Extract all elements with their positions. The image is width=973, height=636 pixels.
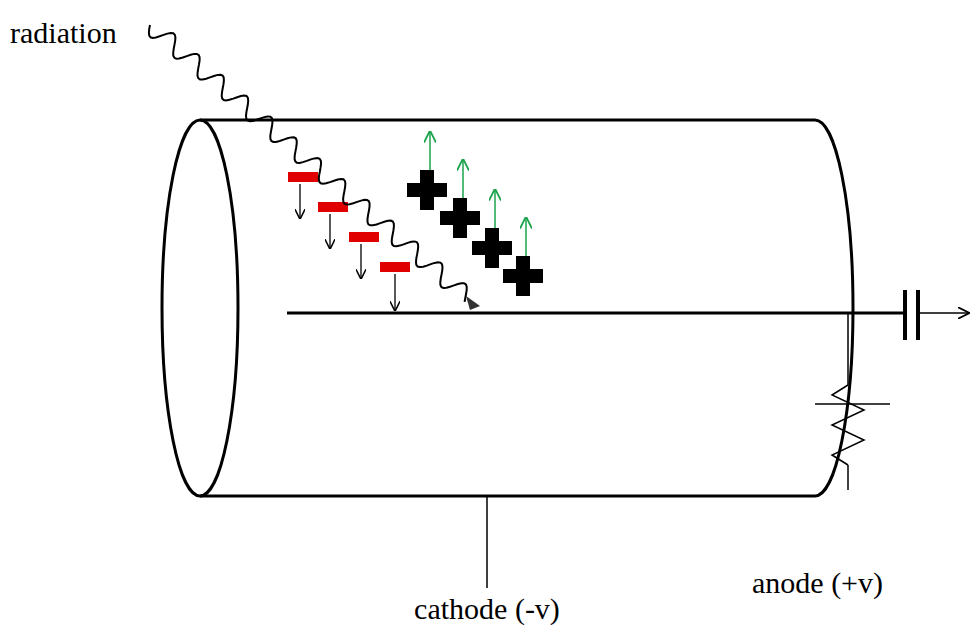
positive-ions (407, 132, 543, 296)
cylinder-cathode (162, 120, 853, 496)
cathode-lead (486, 496, 488, 588)
cathode-label: cathode (-v) (414, 592, 560, 625)
resistor-symbol (815, 313, 890, 490)
ion-plus (407, 170, 447, 210)
ion-plus (503, 256, 543, 296)
anode-wire (287, 312, 905, 315)
ion-arrow (494, 190, 496, 228)
ray-arrowhead (466, 296, 480, 310)
ion-plus (440, 198, 480, 238)
radiation-ray (149, 25, 467, 302)
ion-plus (472, 228, 512, 268)
ion-arrow (462, 160, 464, 198)
ion-arrow (429, 132, 431, 170)
radiation-label: radiation (10, 16, 117, 49)
anode-label: anode (+v) (752, 566, 883, 599)
capacitor-symbol (905, 290, 968, 340)
ion-arrow (525, 218, 527, 256)
